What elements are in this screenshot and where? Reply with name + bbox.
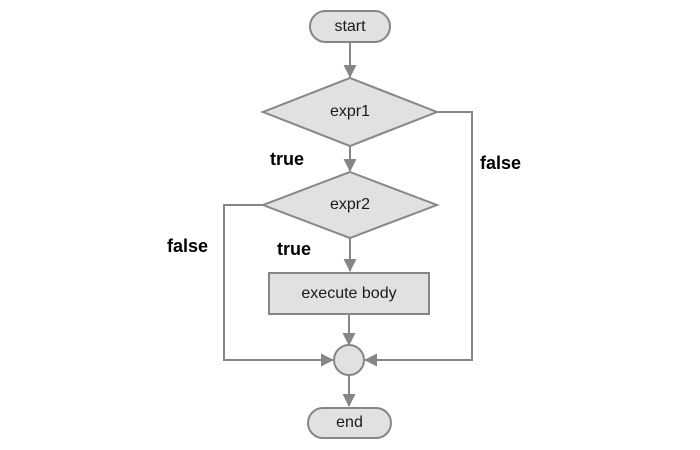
edge-label-expr2-true: true: [277, 239, 312, 259]
edge-label-expr1-true: true: [270, 149, 305, 169]
node-start-label: start: [334, 17, 366, 35]
node-end: end: [307, 407, 392, 439]
decision-expr1-shape: [260, 76, 440, 148]
node-execute-body-label: execute body: [301, 284, 397, 302]
junction-circle: [333, 344, 365, 376]
edge-label-expr1-false: false: [480, 153, 522, 173]
node-execute-body: execute body: [268, 272, 430, 315]
node-end-label: end: [336, 414, 363, 431]
edge-expr2-false-to-junction: [223, 204, 334, 367]
edge-label-expr2-false: false: [167, 236, 209, 256]
edge-expr1-false-to-junction: [364, 111, 473, 367]
node-start: start: [309, 10, 391, 43]
decision-expr2-shape: [260, 170, 440, 240]
